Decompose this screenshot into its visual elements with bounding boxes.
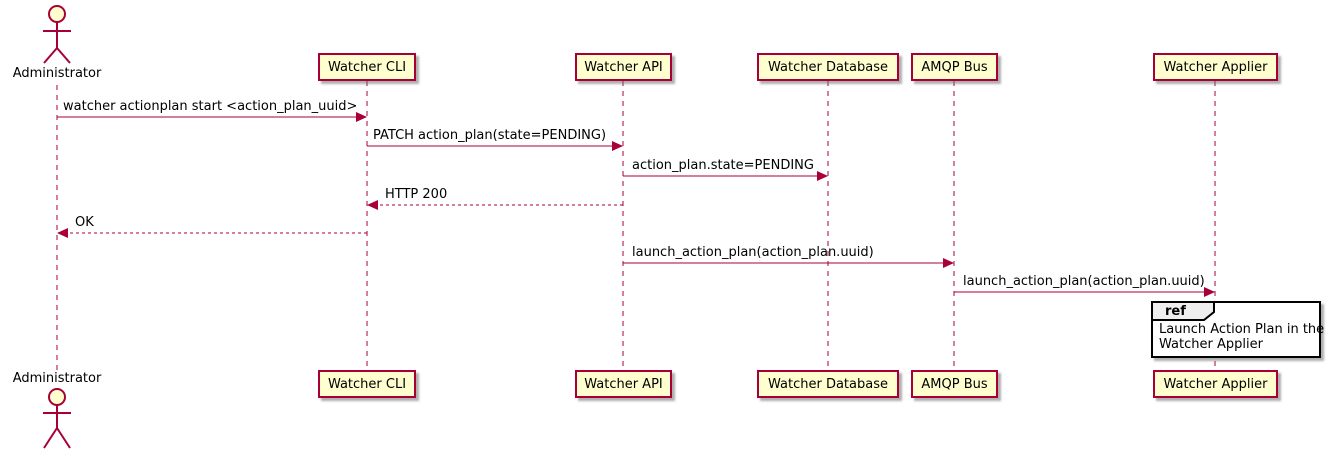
- ref-text-line: Launch Action Plan in the: [1159, 322, 1325, 337]
- participant-label: Watcher API: [584, 59, 663, 75]
- message-arrow-5: [57, 228, 367, 238]
- message-label-5: OK: [75, 215, 94, 230]
- participant-label: Watcher CLI: [327, 59, 407, 75]
- participant-label: AMQP Bus: [921, 59, 988, 75]
- message-label-4: HTTP 200: [385, 187, 448, 202]
- actor-label-top: Administrator: [12, 66, 102, 81]
- message-label-1: watcher actionplan start <action_plan_uu…: [63, 99, 358, 114]
- message-arrow-6: [623, 258, 954, 268]
- participant-watcher-applier-top: Watcher Applier: [1153, 53, 1278, 81]
- message-arrow-7: [954, 287, 1215, 297]
- ref-tab-shape: [1151, 301, 1215, 321]
- participant-watcher-cli-bottom: Watcher CLI: [318, 370, 416, 398]
- message-label-3: action_plan.state=PENDING: [632, 158, 814, 173]
- participant-watcher-api-bottom: Watcher API: [575, 370, 672, 398]
- participant-amqp-bus-top: AMQP Bus: [911, 53, 998, 81]
- message-label-7: launch_action_plan(action_plan.uuid): [963, 274, 1205, 289]
- ref-fragment: ref Launch Action Plan in the Watcher Ap…: [1151, 301, 1324, 358]
- message-arrow-2: [367, 141, 623, 151]
- participant-label: AMQP Bus: [921, 376, 988, 392]
- participant-label: Watcher Database: [768, 59, 888, 75]
- participant-watcher-database-top: Watcher Database: [757, 53, 899, 81]
- actor-icon-top: [43, 5, 71, 64]
- participant-label: Watcher Database: [768, 376, 888, 392]
- actor-label-bottom: Administrator: [12, 371, 102, 386]
- ref-text-line: Watcher Applier: [1159, 337, 1263, 352]
- participant-watcher-api-top: Watcher API: [575, 53, 672, 81]
- participant-label: Watcher API: [584, 376, 663, 392]
- message-label-2: PATCH action_plan(state=PENDING): [373, 128, 607, 143]
- participant-label: Watcher CLI: [327, 376, 407, 392]
- actor-icon-bottom: [43, 388, 71, 449]
- message-label-6: launch_action_plan(action_plan.uuid): [632, 245, 874, 260]
- participant-label: Watcher Applier: [1163, 59, 1268, 75]
- message-arrow-3: [623, 171, 828, 181]
- message-arrow-4: [367, 200, 623, 210]
- participant-amqp-bus-bottom: AMQP Bus: [911, 370, 998, 398]
- participant-watcher-database-bottom: Watcher Database: [757, 370, 899, 398]
- participant-watcher-cli-top: Watcher CLI: [318, 53, 416, 81]
- ref-keyword: ref: [1165, 304, 1186, 319]
- ref-text: Launch Action Plan in the Watcher Applie…: [1159, 322, 1324, 352]
- participant-label: Watcher Applier: [1163, 376, 1268, 392]
- participant-watcher-applier-bottom: Watcher Applier: [1153, 370, 1278, 398]
- message-arrow-1: [57, 112, 367, 122]
